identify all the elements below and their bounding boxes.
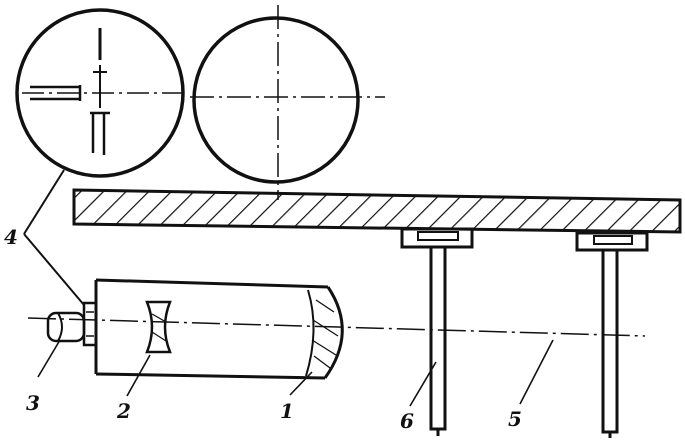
leader-lines (23, 169, 554, 407)
objective-lens (305, 286, 344, 379)
telescope-tube (94, 278, 329, 380)
label-1: 1 (280, 399, 294, 423)
label-4: 4 (4, 225, 18, 249)
bracket-right (575, 231, 649, 252)
eyepiece-collar (82, 301, 98, 347)
label-2: 2 (116, 399, 131, 423)
bracket-left (400, 227, 474, 249)
label-6: 6 (400, 409, 414, 433)
concave-lens (145, 300, 172, 354)
eyepiece (46, 311, 86, 343)
reticle-view-right (190, 5, 385, 200)
target-rod-right (601, 248, 619, 438)
target-rod-left (429, 245, 447, 436)
mounting-beam (72, 188, 682, 234)
reticle-view-left (15, 8, 188, 178)
label-5: 5 (508, 407, 522, 431)
optical-axis (27, 317, 646, 337)
label-3: 3 (26, 391, 40, 415)
